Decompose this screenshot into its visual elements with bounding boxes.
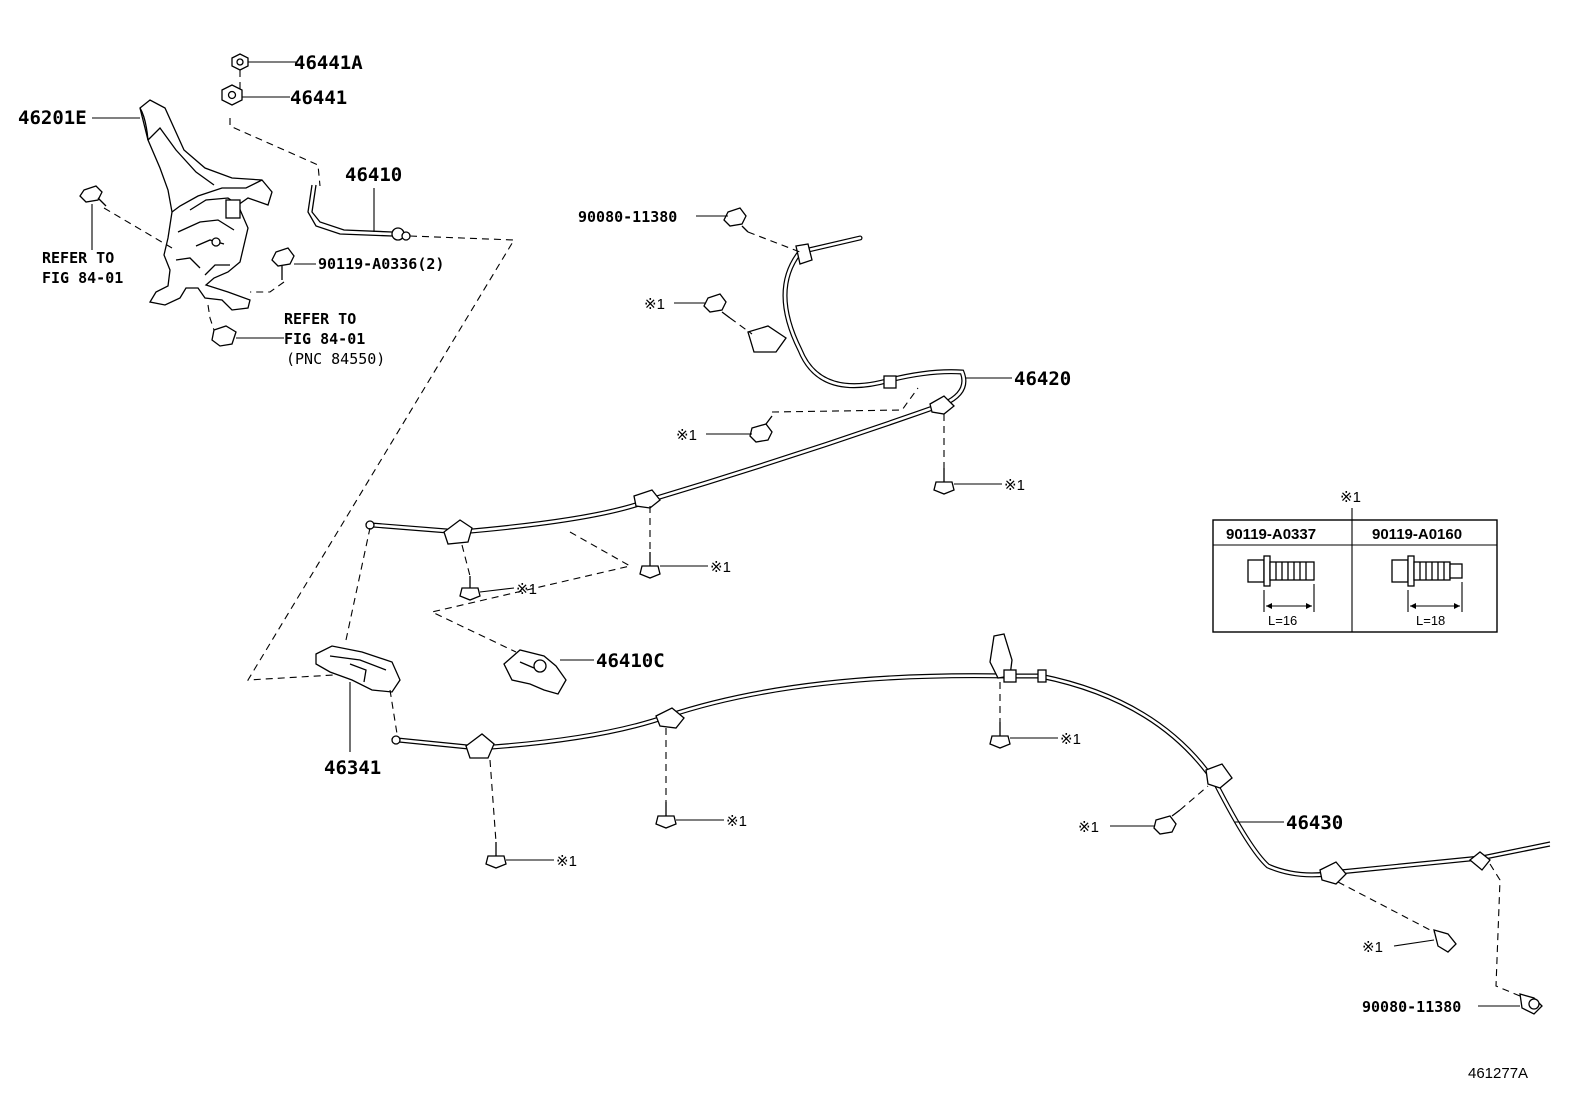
refer-left-line1: REFER TO	[42, 249, 114, 267]
label-46420: 46420	[1014, 368, 1071, 390]
label-46441a: 46441A	[294, 52, 363, 74]
bolt-icon	[749, 415, 773, 443]
refer-left-line2: FIG 84-01	[42, 269, 123, 287]
bolt-l18-icon	[1391, 555, 1463, 612]
nut-icon	[231, 53, 249, 71]
label-46430: 46430	[1286, 812, 1343, 834]
note-mark: ※1	[556, 853, 577, 870]
note-mark: ※1	[710, 559, 731, 576]
label-90080-11380-bottom: 90080-11380	[1362, 998, 1461, 1016]
refer-bottom-line1: REFER TO	[284, 310, 356, 328]
refer-bottom-line3: (PNC 84550)	[286, 350, 385, 368]
bolt-icon	[1519, 993, 1543, 1015]
bolt-icon	[989, 722, 1011, 749]
equalizer-46341	[315, 645, 401, 693]
bolt-icon	[1153, 809, 1181, 835]
cable-46420	[365, 235, 967, 545]
bolt-icon	[1433, 929, 1457, 953]
label-90119-a0336: 90119-A0336(2)	[318, 255, 444, 273]
note-mark: ※1	[1362, 939, 1383, 956]
clamp-46410c	[503, 649, 567, 695]
table-col1-length: L=16	[1268, 613, 1297, 628]
bolt-icon	[655, 802, 677, 829]
note-mark: ※1	[1078, 819, 1099, 836]
nut-icon	[221, 84, 243, 106]
table-col2-length: L=18	[1416, 613, 1445, 628]
label-90080-11380-top: 90080-11380	[578, 208, 677, 226]
table-col1-part: 90119-A0337	[1226, 526, 1316, 543]
bolt-icon	[933, 468, 955, 495]
bolt-icon	[639, 552, 661, 579]
bolt-l16-icon	[1247, 555, 1315, 612]
cable-46430	[391, 633, 1551, 885]
bolt-icon	[271, 247, 295, 280]
figure-code: 461277A	[1468, 1065, 1528, 1082]
note-mark: ※1	[644, 296, 665, 313]
label-46201e: 46201E	[18, 107, 87, 129]
bolt-icon	[723, 207, 749, 233]
bolt-icon	[485, 842, 507, 869]
parking-brake-lever-illustration	[139, 99, 273, 311]
bolt-spec-table: ※1 90119-A0337 90119-A0160 L=16	[1212, 489, 1498, 633]
note-mark: ※1	[676, 427, 697, 444]
clip-icon	[211, 325, 237, 347]
label-46410c: 46410C	[596, 650, 665, 672]
label-46441: 46441	[290, 87, 347, 109]
leader-lines	[91, 61, 1520, 1007]
refer-bottom-line2: FIG 84-01	[284, 330, 365, 348]
label-46410: 46410	[345, 164, 402, 186]
bolt-icon	[703, 293, 731, 319]
note-mark: ※1	[1004, 477, 1025, 494]
note-mark: ※1	[516, 581, 537, 598]
rod-icon	[307, 184, 411, 241]
table-title: ※1	[1340, 489, 1361, 506]
note-mark: ※1	[726, 813, 747, 830]
table-col2-part: 90119-A0160	[1372, 526, 1462, 543]
bolt-icon	[459, 576, 481, 601]
bolt-icon	[79, 185, 107, 207]
note-mark: ※1	[1060, 731, 1081, 748]
label-46341: 46341	[324, 757, 381, 779]
